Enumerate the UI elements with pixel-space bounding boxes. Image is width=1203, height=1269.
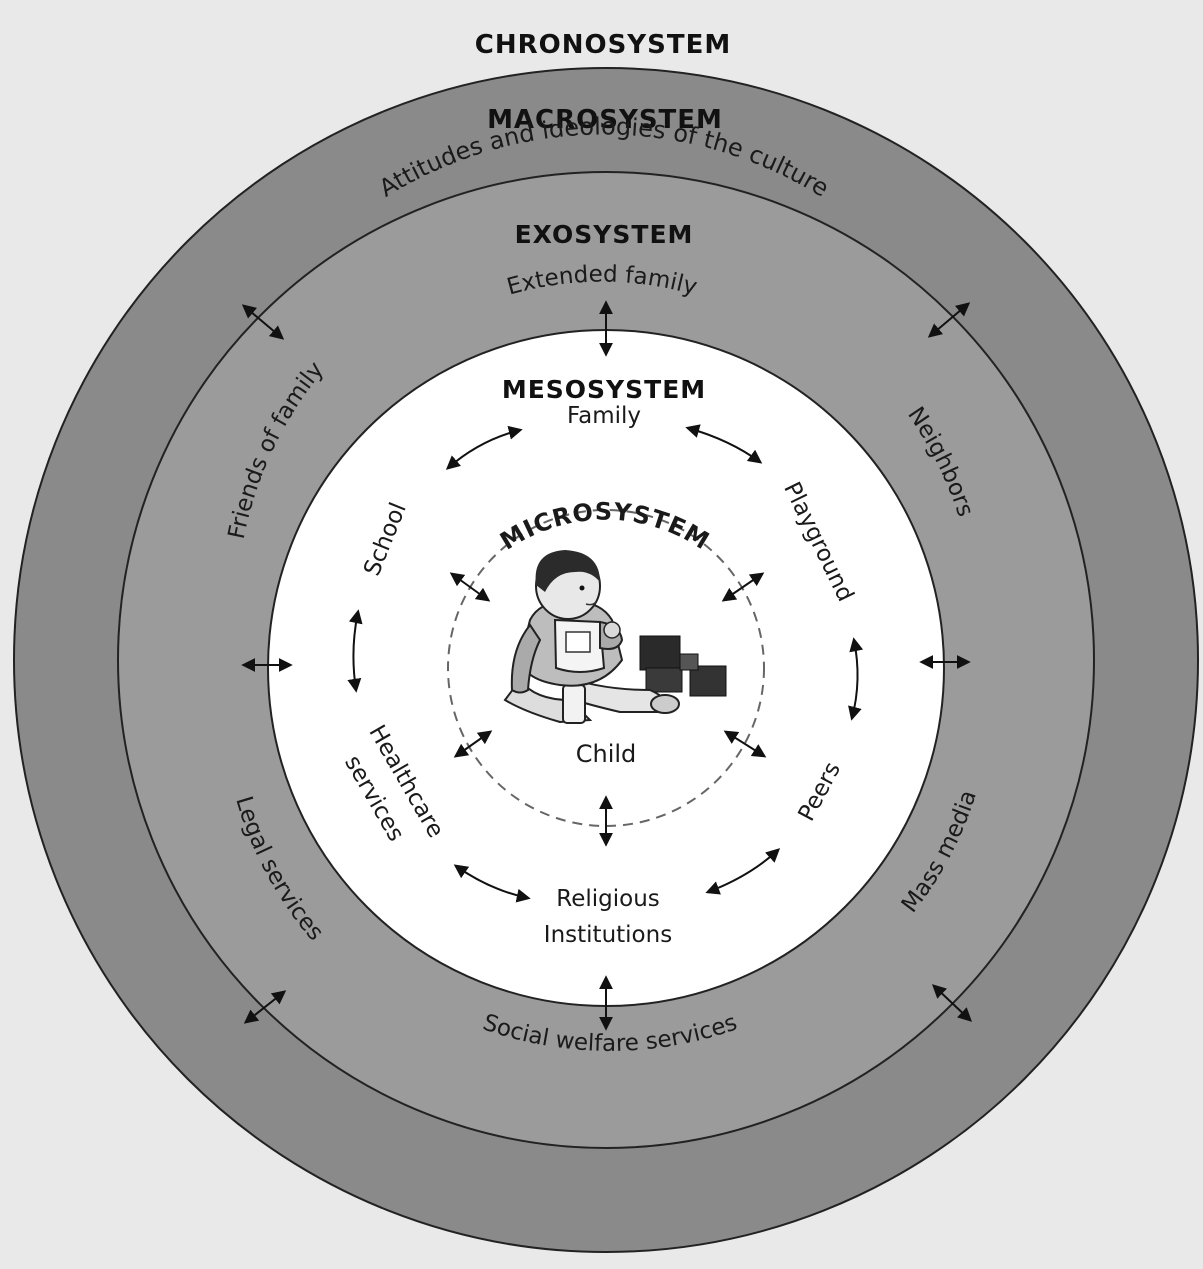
mesosystem-title: MESOSYSTEM — [502, 375, 706, 404]
exosystem-title: EXOSYSTEM — [515, 220, 694, 249]
religious-label-line2: Institutions — [544, 922, 672, 948]
child-label: Child — [576, 740, 637, 768]
religious-label-line1: Religious — [556, 886, 660, 912]
chronosystem-title: CHRONOSYSTEM — [475, 30, 731, 60]
family-label: Family — [567, 403, 641, 429]
